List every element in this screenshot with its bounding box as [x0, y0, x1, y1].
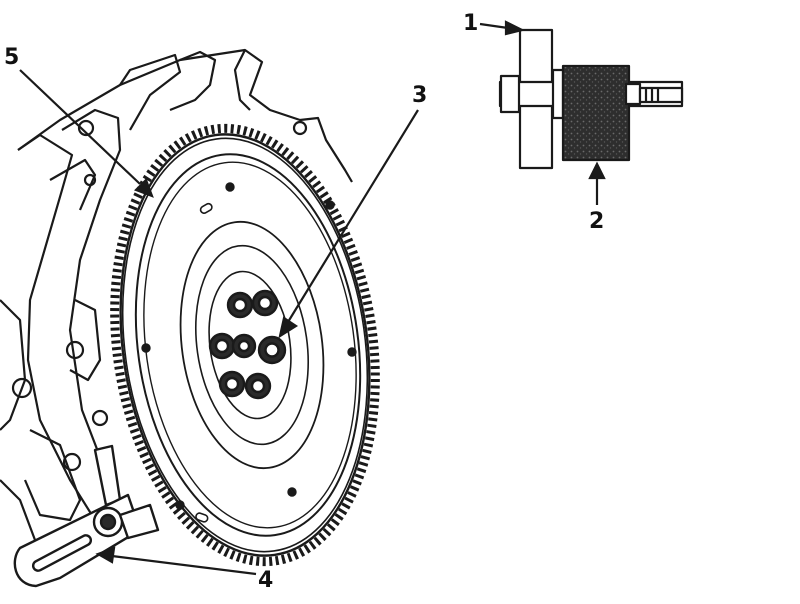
leader-3: [287, 109, 419, 323]
bolt: [257, 335, 287, 365]
ring-gear-teeth: [110, 123, 380, 567]
engine-housing: [0, 48, 353, 541]
bolt: [244, 372, 272, 400]
bolt: [231, 333, 257, 359]
arrowhead-4: [95, 546, 116, 564]
bolt: [226, 291, 254, 319]
arrowhead-3: [278, 316, 299, 339]
leader-4: [111, 554, 257, 576]
leader-lines: [19, 20, 606, 576]
inset-bolt-head: [499, 74, 521, 114]
leader-5: [19, 69, 141, 185]
callout-labels: 1 2 3 4 5: [4, 11, 604, 593]
flywheel-bolts: [208, 289, 287, 400]
callout-1: 1: [463, 11, 478, 36]
callout-4: 4: [258, 568, 273, 593]
inset-detail: [498, 28, 684, 170]
leader-1: [479, 22, 509, 30]
arrowhead-2: [588, 161, 606, 180]
bolt: [251, 289, 279, 317]
callout-2: 2: [589, 209, 604, 234]
callout-5: 5: [4, 45, 19, 70]
arrowhead-5: [134, 178, 154, 198]
bolt: [208, 332, 236, 360]
flywheel-locking-tool: [13, 444, 160, 588]
inset-spacer: [561, 64, 631, 162]
bolt: [218, 370, 246, 398]
callout-3: 3: [412, 83, 427, 108]
arrowhead-1: [504, 20, 526, 36]
